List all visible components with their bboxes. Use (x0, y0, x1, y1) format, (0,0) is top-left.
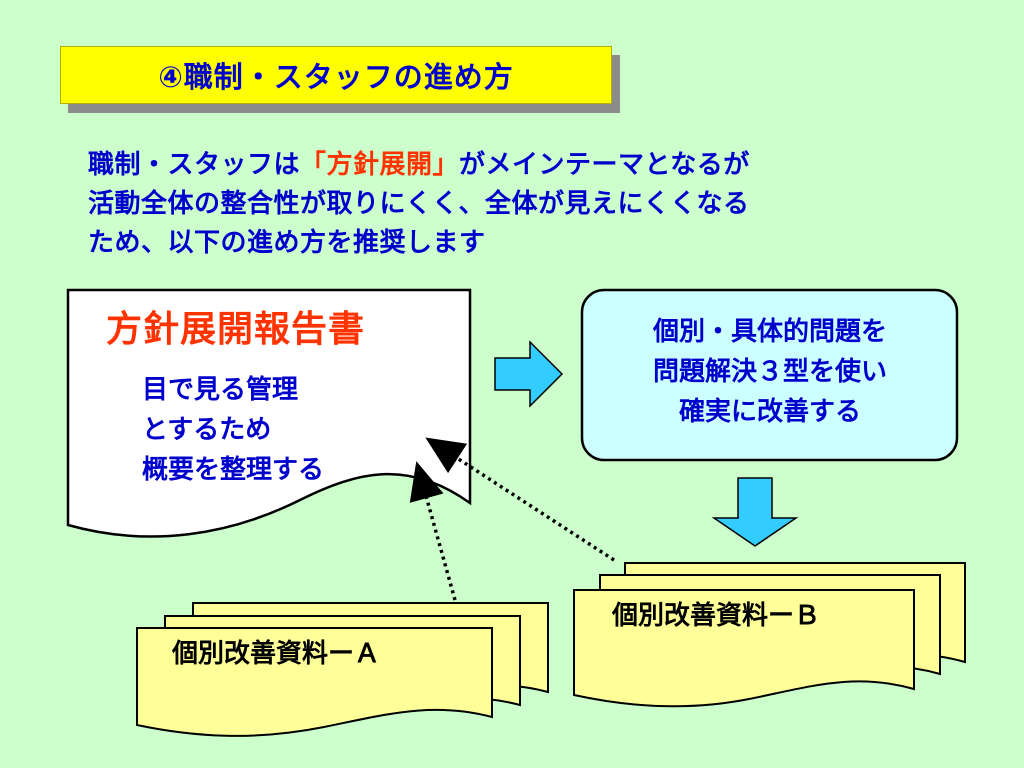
report-line: とするため (142, 415, 272, 445)
report-body: 目で見る管理 とするため 概要を整理する (142, 370, 324, 490)
slide-title: ④職制・スタッフの進め方 (60, 46, 612, 104)
dotted-arrow-a (409, 461, 457, 601)
intro-suffix: がメインテーマとなるが (459, 150, 750, 180)
intro-prefix: 職制・スタッフは (88, 150, 301, 180)
report-title: 方針展開報告書 (106, 309, 366, 350)
material-a-stack (136, 602, 549, 737)
down-arrow-icon (711, 477, 799, 547)
report-line: 目で見る管理 (142, 375, 299, 405)
right-arrow-icon (494, 340, 564, 408)
process-line: 確実に改善する (678, 397, 861, 427)
process-line: 問題解決３型を使い (652, 357, 887, 387)
process-box-shape (580, 288, 959, 462)
intro-highlight: 「方針展開」 (300, 150, 460, 180)
process-line: 個別・具体的問題を (652, 317, 887, 347)
intro-line-2: 活動全体の整合性が取りにくく、全体が見えにくくなる (88, 189, 750, 219)
material-b-label: 個別改善資料ーＢ (612, 601, 821, 631)
process-text: 個別・具体的問題を 問題解決３型を使い 確実に改善する (584, 312, 956, 432)
material-b-stack (573, 562, 966, 708)
intro-line-1: 職制・スタッフは「方針展開」がメインテーマとなるが (88, 146, 968, 185)
dotted-arrow-b (425, 437, 615, 562)
report-line: 概要を整理する (142, 455, 325, 485)
intro-line-3: ため、以下の進め方を推奨します (88, 228, 486, 258)
material-a-label: 個別改善資料ーＡ (172, 639, 381, 669)
intro-text: 職制・スタッフは「方針展開」がメインテーマとなるが 活動全体の整合性が取りにくく… (88, 146, 968, 263)
